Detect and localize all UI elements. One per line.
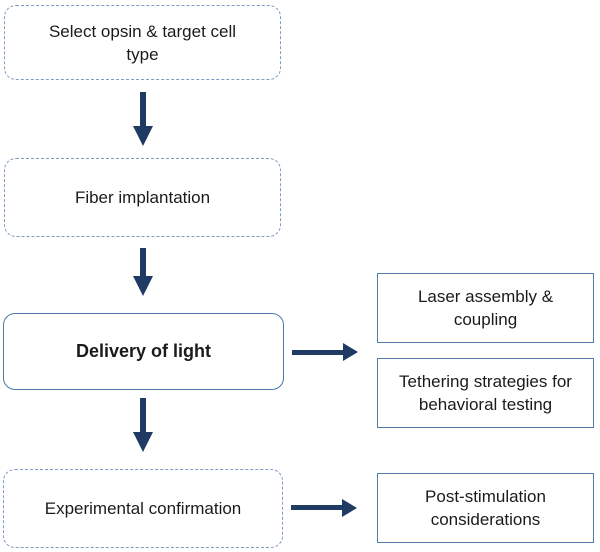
down-arrow-icon	[133, 276, 153, 296]
node-delivery-of-light: Delivery of light	[3, 313, 284, 390]
down-arrow-icon	[133, 432, 153, 452]
node-experimental-confirmation: Experimental confirmation	[3, 469, 283, 548]
down-arrow-icon	[140, 92, 146, 126]
node-laser-assembly: Laser assembly & coupling	[377, 273, 594, 343]
right-arrow-icon	[342, 499, 357, 517]
right-arrow-icon	[291, 505, 343, 510]
right-arrow-icon	[292, 350, 344, 355]
node-fiber-implantation: Fiber implantation	[4, 158, 281, 237]
node-tethering-strategies: Tethering strategies for behavioral test…	[377, 358, 594, 428]
node-fiber-implantation-label: Fiber implantation	[74, 188, 211, 207]
down-arrow-icon	[140, 248, 146, 276]
node-experimental-confirmation-label: Experimental confirmation	[44, 499, 242, 518]
right-arrow-icon	[343, 343, 358, 361]
node-select-opsin: Select opsin & target cell type	[4, 5, 281, 80]
down-arrow-icon	[133, 126, 153, 146]
node-delivery-of-light-label: Delivery of light	[75, 341, 212, 361]
node-post-stimulation: Post-stimulation considerations	[377, 473, 594, 543]
node-tethering-strategies-label: Tethering strategies for behavioral test…	[399, 372, 572, 414]
node-post-stimulation-label: Post-stimulation considerations	[425, 487, 546, 529]
node-select-opsin-label: Select opsin & target cell type	[48, 21, 237, 64]
node-laser-assembly-label: Laser assembly & coupling	[417, 287, 554, 329]
down-arrow-icon	[140, 398, 146, 432]
